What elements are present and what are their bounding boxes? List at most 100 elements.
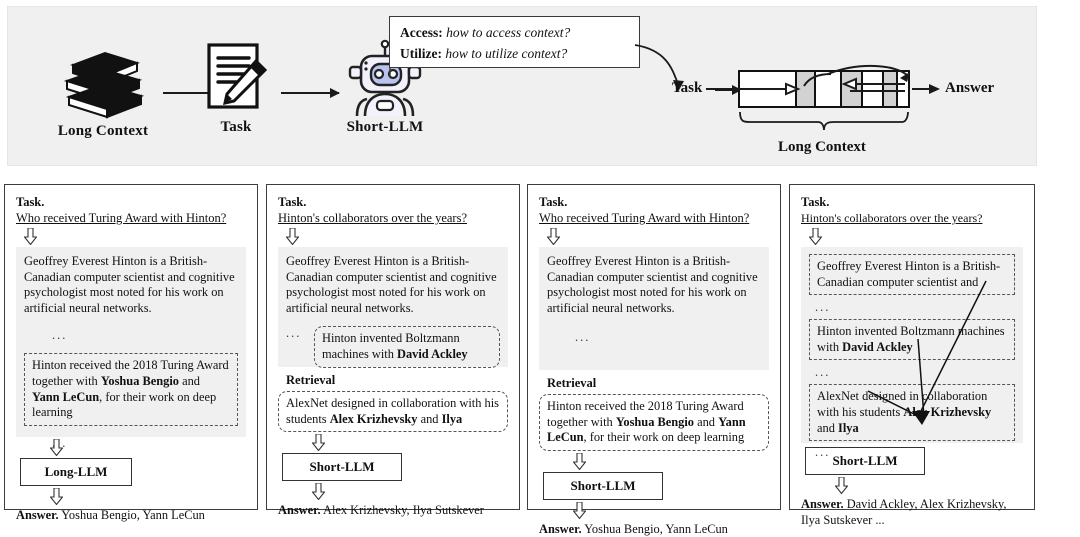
context-block: Geoffrey Everest Hinton is a British-Can…	[278, 247, 508, 368]
inline-evidence-name: David Ackley	[397, 346, 468, 361]
context-bar-arrows	[706, 65, 940, 96]
context-paragraph: Geoffrey Everest Hinton is a British-Can…	[547, 254, 758, 315]
retrieval-box: Hinton received the 2018 Turing Award to…	[539, 394, 769, 451]
ellipsis: ...	[815, 445, 831, 460]
evidence-mid: and	[178, 373, 200, 388]
retrieval-name-2: Ilya	[441, 411, 463, 426]
arrow-task-to-llm	[281, 88, 340, 98]
answer-line: Answer. Alex Krizhevsky, Ilya Sutskever	[278, 503, 508, 519]
context-cell-shaded	[797, 72, 816, 106]
retrieval-name-2: Yann LeCun	[547, 414, 746, 445]
task-head: Task.	[16, 195, 45, 209]
context-paragraph: Geoffrey Everest Hinton is a British-Can…	[286, 254, 497, 315]
retrieval-mid: and	[693, 414, 719, 429]
long-context-caption: Long Context	[778, 139, 866, 155]
callout-access-label: Access:	[400, 25, 443, 40]
retrieval-name-1: Alex Krizhevsky	[329, 411, 418, 426]
down-arrow-icon	[809, 228, 822, 245]
chunk3-name-2: Ilya	[838, 420, 859, 435]
retrieval-pre: Hinton received the 2018 Turing Award to…	[547, 399, 744, 429]
down-arrow-icon	[50, 488, 63, 505]
callout-access-text: how to access context?	[446, 25, 571, 40]
right-task-label: Task	[672, 80, 703, 96]
panel-retrieval-miss: Task. Hinton's collaborators over the ye…	[266, 184, 520, 517]
overview-node-label: Short-LLM	[346, 119, 424, 135]
books-icon-svg	[63, 51, 145, 119]
ellipsis: ...	[575, 330, 591, 345]
context-cell-shaded	[842, 72, 863, 106]
chunk-box-2: Hinton invented Boltzmann machines with …	[809, 319, 1015, 361]
answer-label: Answer.	[16, 508, 59, 522]
retrieval-label: Retrieval	[547, 376, 597, 390]
answer-text: Alex Krizhevsky, Ilya Sutskever	[323, 503, 484, 518]
answer-label: Answer.	[539, 521, 582, 536]
callout-line-access: Access: how to access context?	[400, 22, 629, 43]
retrieval-mid: and	[417, 411, 442, 426]
overview-node-label: Task	[220, 119, 252, 135]
highlighted-evidence-box: Hinton received the 2018 Turing Award to…	[24, 353, 238, 426]
down-arrow-icon	[312, 434, 325, 452]
answer-text: Yoshua Bengio, Yann LeCun	[61, 508, 205, 522]
context-paragraph: Geoffrey Everest Hinton is a British-Can…	[24, 254, 235, 315]
model-box[interactable]: Long-LLM	[20, 458, 132, 486]
down-arrow-icon	[24, 228, 37, 245]
chunk3-mid: and	[817, 420, 838, 435]
overview-node-label: Long Context	[57, 123, 149, 139]
long-context-brace	[739, 111, 909, 131]
callout-utilize-text: how to utilize context?	[445, 46, 568, 61]
answer-line: Answer. David Ackley, Alex Krizhevsky, I…	[801, 497, 1023, 528]
document-pencil-icon	[186, 41, 286, 119]
panel-retrieval-hit: Task. Who received Turing Award with Hin…	[527, 184, 781, 536]
context-block: Geoffrey Everest Hinton is a British-Can…	[539, 247, 769, 370]
retrieval-label: Retrieval	[286, 373, 336, 387]
chunk3-name-1: Alex Krizhevsky	[903, 404, 992, 419]
down-arrow-icon	[312, 483, 325, 501]
model-box[interactable]: Short-LLM	[805, 447, 925, 475]
right-answer-label: Answer	[945, 80, 995, 96]
down-arrow-icon	[286, 228, 299, 245]
down-arrow-icon	[50, 439, 63, 456]
task-head: Task.	[539, 195, 568, 209]
retrieval-pre: AlexNet designed in collaboration with h…	[286, 396, 500, 426]
context-cell	[815, 72, 843, 106]
robot-icon	[330, 39, 440, 119]
answer-line: Answer. Yoshua Bengio, Yann LeCun	[539, 522, 769, 537]
chunk2-name: David Ackley	[842, 339, 913, 354]
model-box[interactable]: Short-LLM	[282, 453, 402, 482]
panel-multi-chunk: Task. Hinton's collaborators over the ye…	[789, 184, 1035, 527]
task-question: Who received Turing Award with Hinton?	[16, 211, 227, 225]
callout-line-utilize: Utilize: how to utilize context?	[400, 43, 629, 64]
context-block: Geoffrey Everest Hinton is a British-Can…	[16, 247, 246, 450]
model-box[interactable]: Short-LLM	[543, 471, 663, 500]
books-icon	[43, 45, 163, 123]
evidence-name-2: Yann LeCun	[32, 389, 100, 404]
down-arrow-icon	[573, 452, 586, 470]
down-arrow-icon	[573, 501, 586, 519]
callout-to-context-arrow	[634, 44, 684, 92]
context-cell	[897, 72, 908, 106]
ellipsis: ...	[815, 365, 831, 380]
callout-box: Access: how to access context? Utilize: …	[389, 16, 640, 68]
document-pencil-icon-svg	[207, 43, 268, 109]
inline-evidence-pre: Hinton invented Boltzmann machines with	[322, 331, 460, 361]
ellipsis: ...	[52, 328, 68, 343]
overview-node-long-context: Long Context	[43, 45, 163, 140]
ellipsis: ...	[815, 300, 831, 315]
overview-node-task: Task	[186, 41, 286, 136]
context-cell-shaded	[884, 72, 898, 106]
task-question: Who received Turing Award with Hinton?	[539, 211, 750, 225]
down-arrow-icon	[547, 228, 560, 245]
down-arrow-icon	[835, 477, 848, 494]
task-question: Hinton's collaborators over the years?	[278, 211, 467, 225]
panel-long-llm: Task. Who received Turing Award with Hin…	[4, 184, 258, 522]
retrieval-box: AlexNet designed in collaboration with h…	[278, 391, 508, 433]
ellipsis: ...	[286, 326, 302, 341]
chunk-box-1: Geoffrey Everest Hinton is a British-Can…	[809, 254, 1015, 296]
overview-node-short-llm: Short-LLM	[330, 39, 440, 136]
chunk-box-3: AlexNet designed in collaboration with h…	[809, 384, 1015, 442]
task-head: Task.	[278, 195, 307, 209]
retrieval-name-1: Yoshua Bengio	[615, 414, 694, 429]
answer-label: Answer.	[801, 497, 844, 511]
robot-icon-svg	[348, 39, 422, 117]
task-question: Hinton's collaborators over the years?	[801, 211, 983, 225]
